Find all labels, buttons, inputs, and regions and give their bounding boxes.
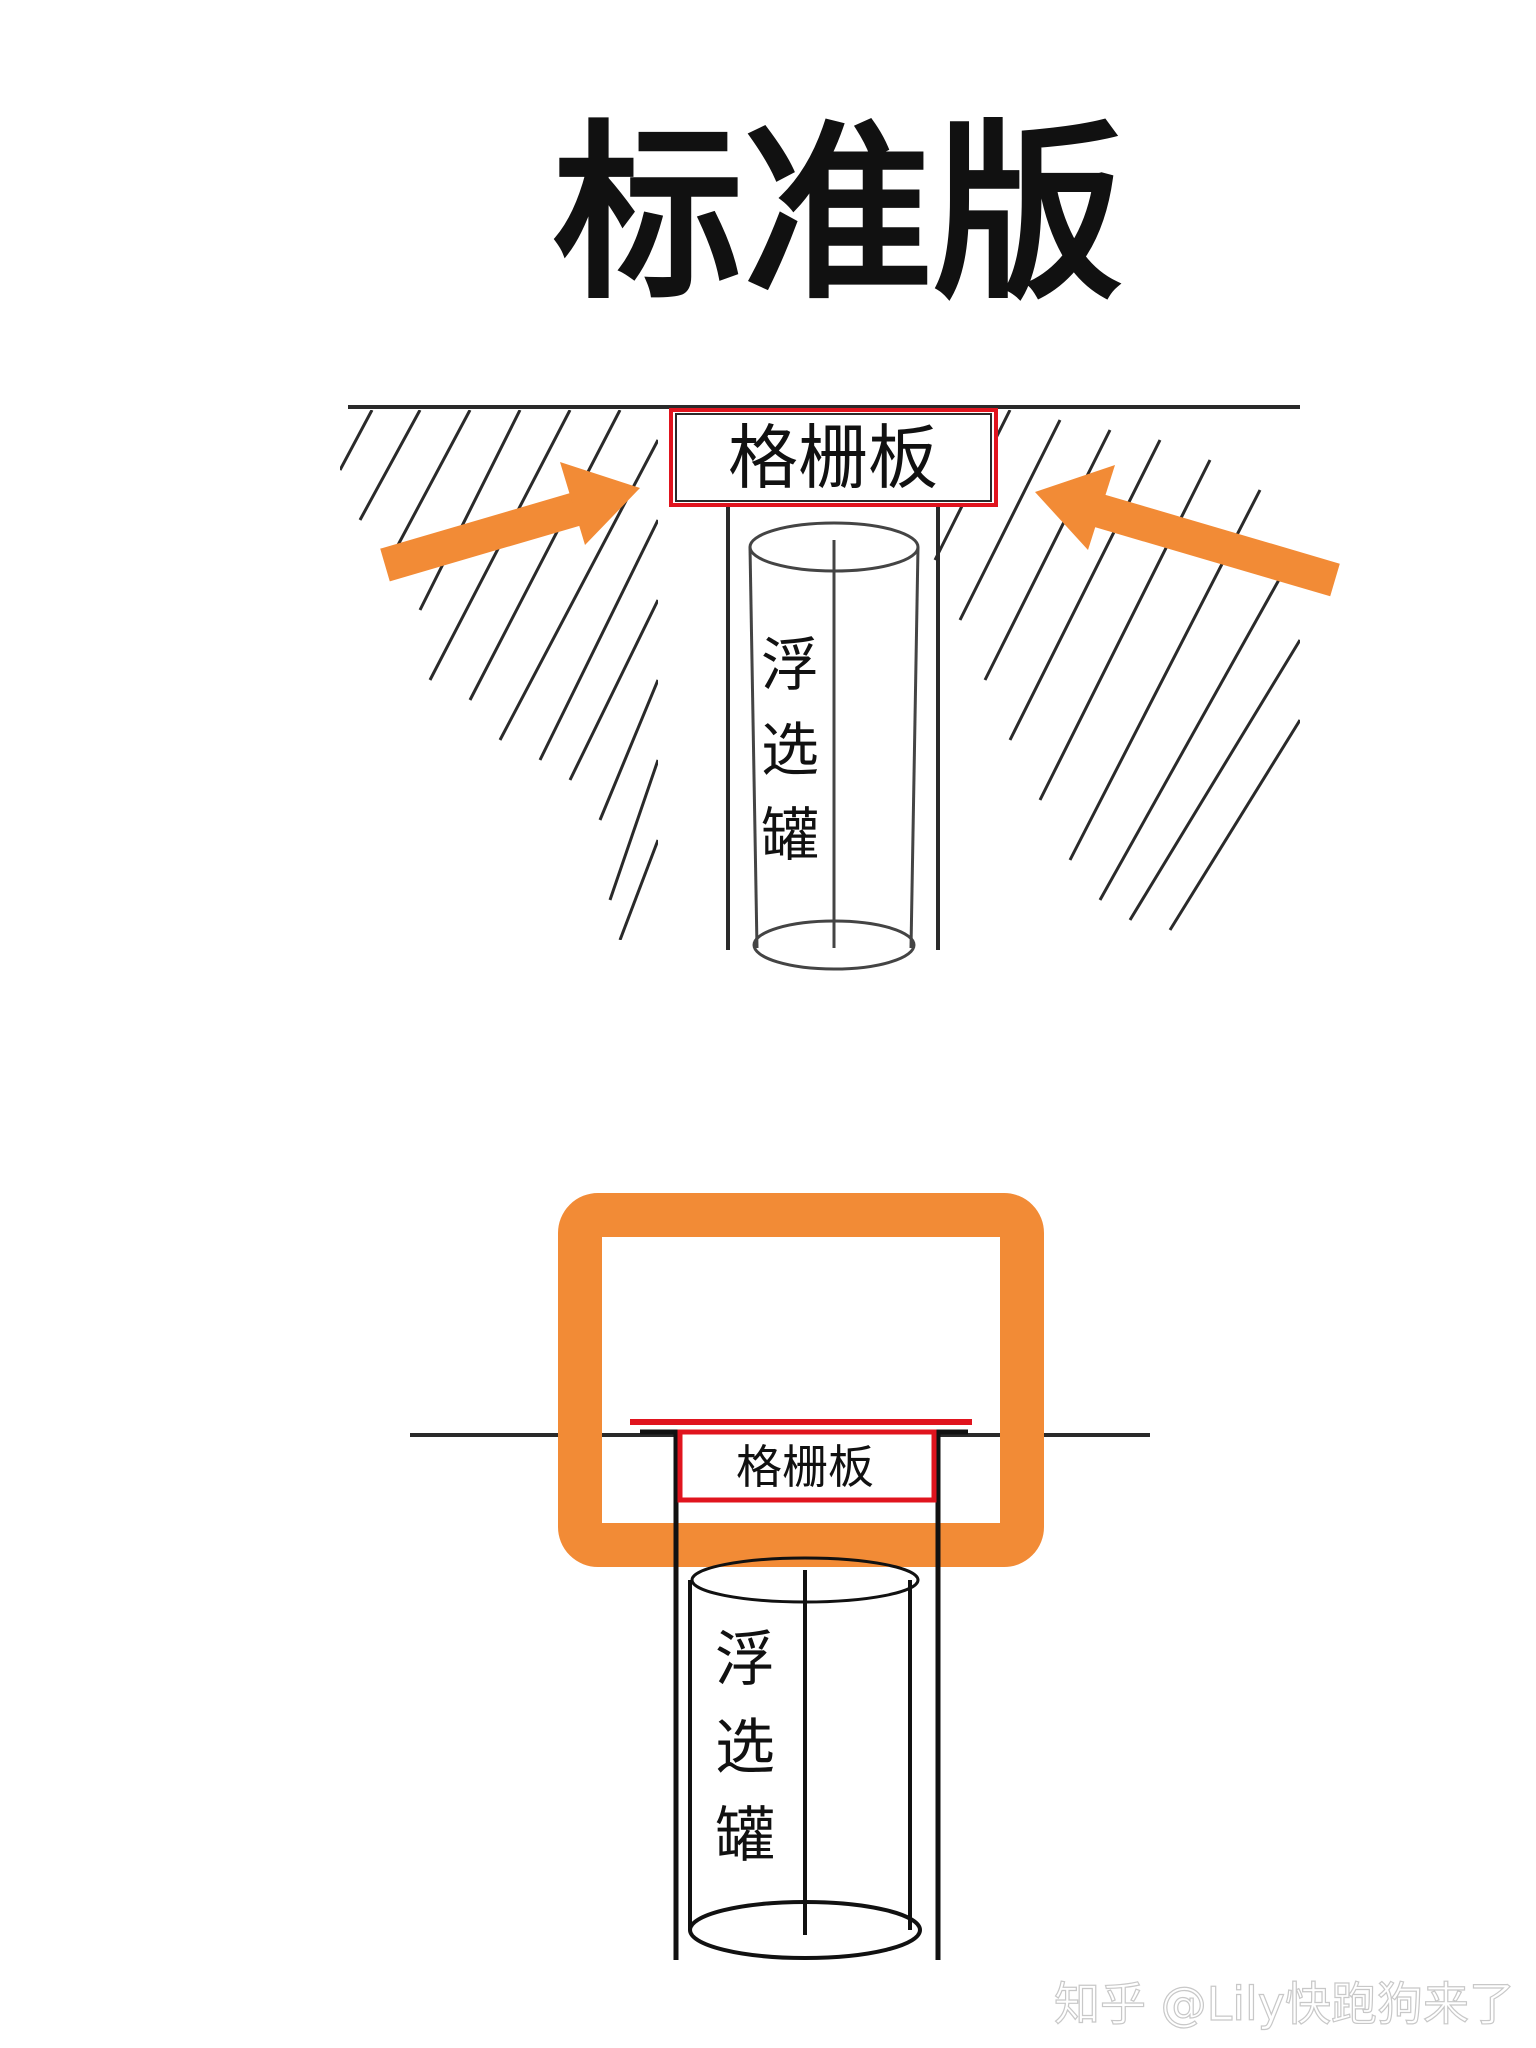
grate-label: 格栅板 (728, 417, 938, 499)
recess-left (640, 1429, 679, 1960)
grate-label-bottom: 格栅板 (736, 1440, 874, 1494)
tank-char-2: 选 (761, 716, 819, 784)
grate-board (669, 408, 998, 507)
page-title: 标准版 (553, 104, 1123, 325)
bottom-diagram: 马努格吐山铜钼选矿厂 格栅板 浮 选 罐 (410, 1193, 1150, 1960)
mine-label: 马努格吐山铜钼选矿厂 (592, 1297, 1012, 1346)
recess-right (935, 1429, 968, 1960)
top-diagram: 格栅板 浮 选 罐 (340, 405, 1340, 971)
arrow-right-icon (1035, 465, 1340, 597)
highlight-frame (558, 1193, 1044, 1567)
tank-char-1-bottom: 浮 (715, 1625, 775, 1695)
flotation-tank-bottom (688, 1556, 922, 1960)
flotation-tank (748, 521, 920, 971)
watermark: 知乎 @Lily快跑狗来了 (1054, 1977, 1515, 2031)
grate-board-bottom (677, 1429, 937, 1503)
arrow-left-icon (380, 462, 640, 582)
tank-char-1: 浮 (761, 631, 819, 699)
tank-char-2-bottom: 选 (715, 1713, 775, 1783)
tank-char-3-bottom: 罐 (715, 1801, 775, 1871)
tank-char-3: 罐 (761, 801, 819, 869)
